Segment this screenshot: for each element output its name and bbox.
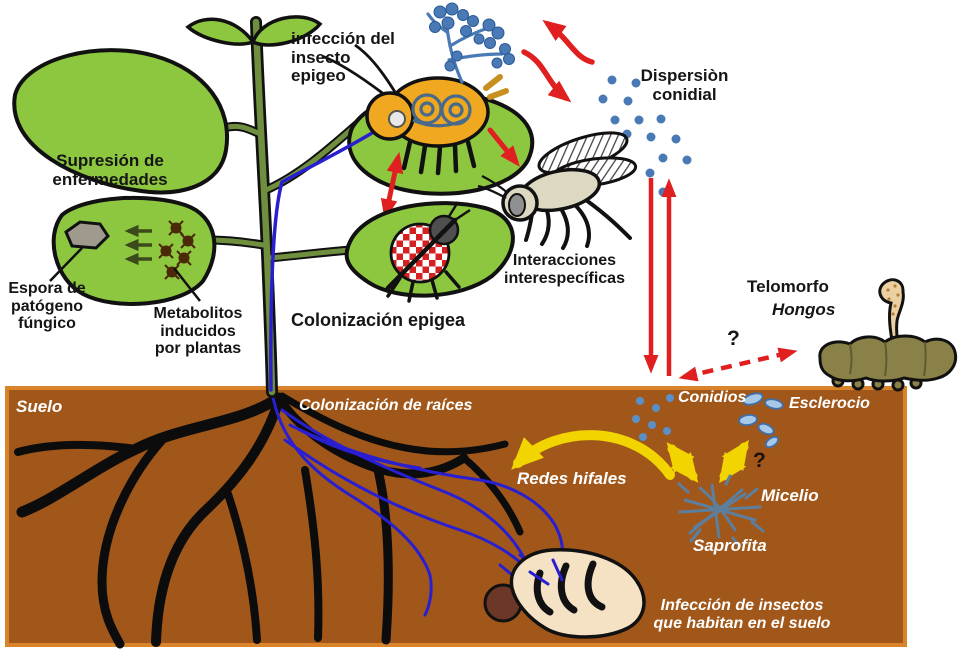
leaf-top-left	[12, 48, 230, 195]
sclerotia	[738, 392, 784, 449]
label-colonizacion-raices: Colonización de raíces	[299, 397, 473, 414]
label-suelo: Suelo	[16, 397, 63, 416]
telomorph-question-arrow	[678, 347, 798, 382]
label-infeccion-epigeo: infección del insecto epigeo	[291, 29, 395, 86]
label-redes-hifales: Redes hifales	[517, 469, 627, 488]
ladybug	[385, 201, 471, 303]
endophyte-line	[269, 131, 374, 392]
conidiophore	[426, 2, 515, 84]
redes-hifales-arc	[511, 430, 675, 480]
label-dispersion-conidial: Dispersiòn conidial	[640, 66, 729, 104]
label-interacciones: Interacciones interespecíficas	[504, 252, 625, 287]
label-micelio: Micelio	[761, 486, 819, 505]
label-espora: Espora de patógeno fúngico	[8, 280, 86, 333]
hyphal-cycle-arrows	[511, 430, 749, 484]
metabolite-pointer-line	[173, 267, 201, 302]
interaction-arrows	[380, 127, 520, 221]
root-system	[14, 392, 524, 649]
spore-pointer-line	[49, 247, 83, 282]
seedling-top	[185, 15, 323, 47]
metabolite-arrows	[124, 224, 152, 266]
label-telomorfo: Telomorfo	[747, 277, 829, 296]
leaf-to-fly-arrow	[487, 127, 520, 167]
label-question-soil: ?	[753, 449, 766, 472]
leaf-disease-suppression	[49, 195, 217, 306]
label-hongos: Hongos	[772, 300, 836, 319]
infected-aphid	[321, 43, 509, 176]
pathogen-spore	[64, 220, 110, 250]
mycelium	[677, 474, 765, 548]
soil-air-cycle-arrows	[643, 178, 677, 376]
leaf-to-leaf-arrow	[380, 151, 404, 221]
dispersal-arrows	[521, 19, 595, 103]
label-conidios: Conidios	[678, 389, 747, 406]
telomorph-caterpillar	[818, 278, 958, 392]
label-infeccion-suelo: Infección de insectos que habitan en el …	[653, 597, 831, 632]
label-colonizacion-epigea: Colonización epigea	[291, 310, 466, 330]
internal-hyphae-coils	[411, 93, 472, 128]
label-saprofita: Saprofita	[693, 536, 767, 555]
soil-grub	[483, 548, 646, 639]
label-metabolitos: Metabolitos inducidos por plantas	[153, 305, 243, 358]
conidia-cloud	[598, 75, 692, 197]
soil-conidia	[632, 394, 674, 441]
label-supresion: Supresión de enfermedades	[52, 151, 168, 189]
label-question-top: ?	[727, 327, 740, 350]
fly	[477, 131, 638, 250]
metabolite-particles	[158, 220, 196, 280]
label-esclerocio: Esclerocio	[789, 395, 870, 412]
